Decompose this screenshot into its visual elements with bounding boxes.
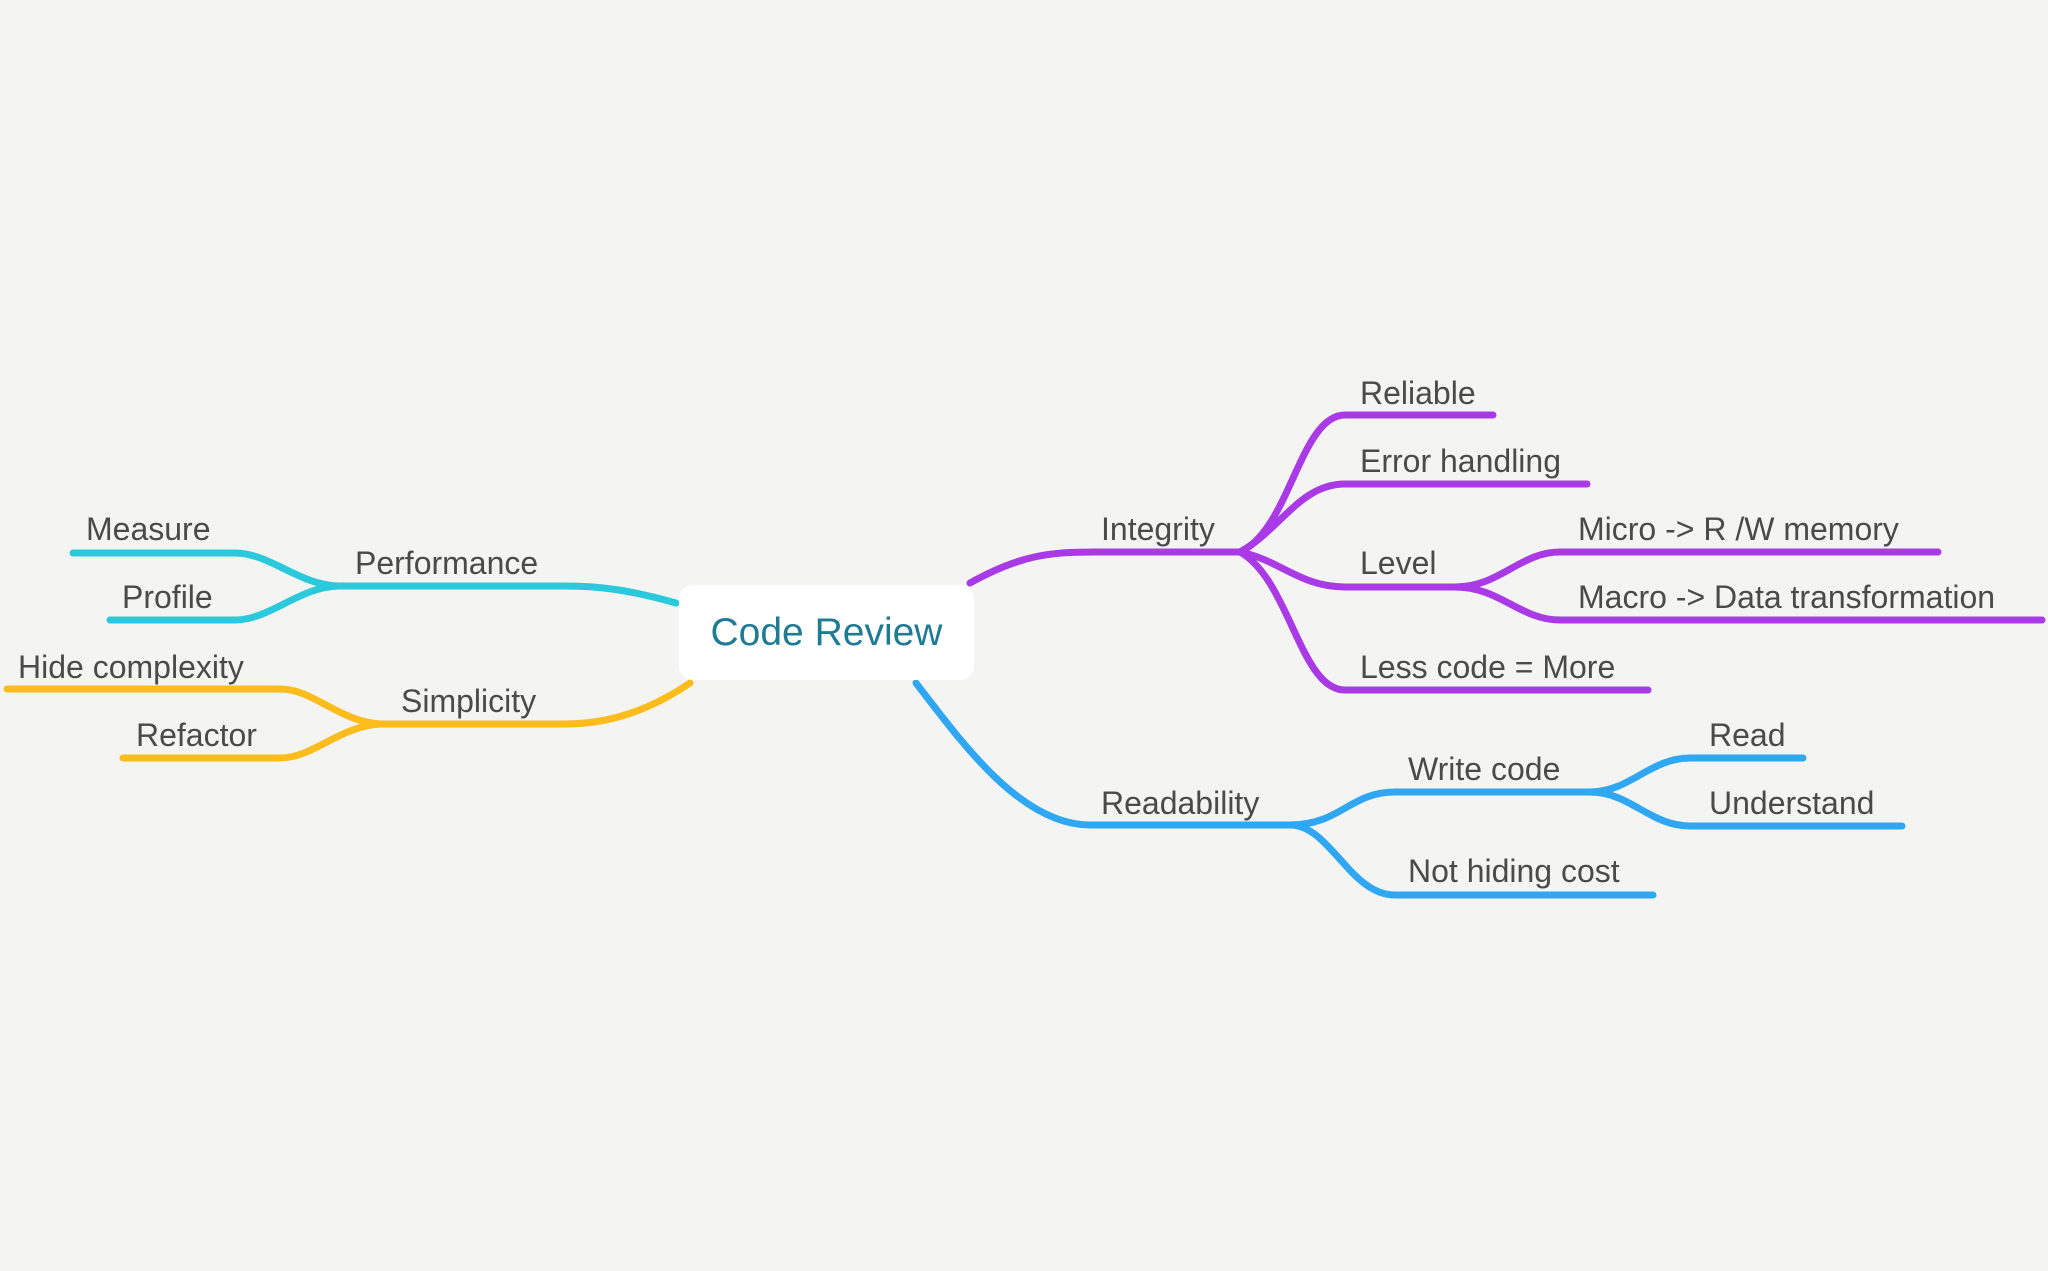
link-level-macro	[1451, 583, 2046, 624]
node-profile[interactable]: Profile	[122, 579, 213, 615]
node-write-code[interactable]: Write code	[1408, 751, 1561, 787]
link-integrity-error-handling	[1236, 480, 1591, 556]
node-simplicity[interactable]: Simplicity	[401, 683, 537, 719]
link-write-code-understand	[1586, 788, 1906, 830]
node-read[interactable]: Read	[1709, 717, 1786, 753]
node-less-code-more[interactable]: Less code = More	[1360, 649, 1616, 685]
node-refactor[interactable]: Refactor	[136, 717, 257, 753]
node-performance[interactable]: Performance	[355, 545, 539, 581]
link-integrity-level	[1236, 548, 1459, 591]
node-hide-complexity[interactable]: Hide complexity	[18, 649, 244, 685]
node-integrity[interactable]: Integrity	[1101, 511, 1215, 547]
node-error-handling[interactable]: Error handling	[1360, 443, 1561, 479]
link-readability-not-hiding-cost	[1286, 821, 1657, 899]
link-integrity-less-code	[1236, 548, 1652, 694]
link-performance-profile	[106, 582, 344, 624]
link-simplicity-refactor	[119, 720, 389, 762]
root-node-label: Code Review	[710, 610, 943, 654]
node-macro-data-transformation[interactable]: Macro -> Data transformation	[1578, 579, 1996, 615]
node-level[interactable]: Level	[1360, 545, 1437, 581]
node-not-hiding-cost[interactable]: Not hiding cost	[1408, 853, 1620, 889]
node-micro-rw-memory[interactable]: Micro -> R /W memory	[1578, 511, 1899, 547]
node-measure[interactable]: Measure	[86, 511, 211, 547]
root-node-code-review[interactable]: Code Review	[679, 585, 974, 680]
link-readability-write-code	[1286, 788, 1594, 829]
link-root-integrity	[966, 548, 1244, 587]
node-understand[interactable]: Understand	[1709, 785, 1875, 821]
link-root-simplicity	[381, 679, 694, 728]
link-root-performance	[336, 582, 680, 607]
node-readability[interactable]: Readability	[1101, 785, 1260, 821]
link-root-readability	[912, 679, 1294, 829]
node-reliable[interactable]: Reliable	[1360, 375, 1476, 411]
